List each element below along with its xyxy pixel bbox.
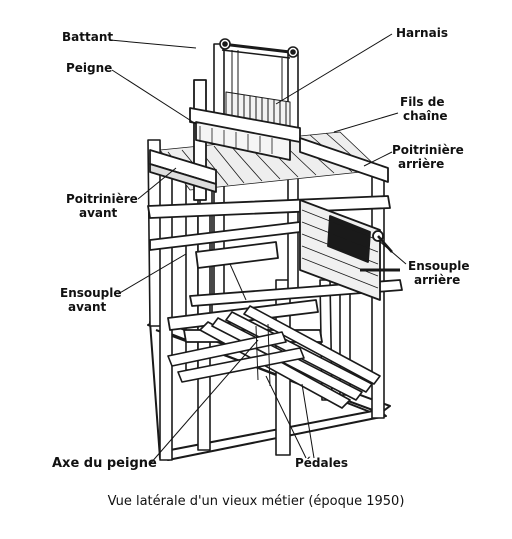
label-axe-du-peigne: Axe du peigne	[52, 456, 157, 471]
loom-drawing	[147, 38, 403, 461]
label-harnais: Harnais	[396, 26, 448, 40]
label-ensouple-arriere-1: Ensouple	[408, 259, 470, 273]
label-fils-de-chaine-1: Fils de	[400, 95, 444, 109]
label-poitriniere-arriere-2: arrière	[398, 157, 444, 171]
leader-battant	[109, 39, 197, 49]
label-battant: Battant	[62, 30, 113, 44]
leader-poitriniere-arriere	[363, 151, 393, 167]
back-breast-beam	[299, 137, 389, 183]
label-ensouple-avant-1: Ensouple	[60, 286, 122, 300]
leader-lines	[109, 33, 407, 465]
front-cloth-roller	[195, 241, 279, 301]
label-pedales: Pédales	[295, 456, 348, 470]
leader-pedales-1	[265, 375, 307, 459]
label-poitriniere-arriere-1: Poitrinière	[392, 143, 464, 157]
label-poitriniere-avant-2: avant	[79, 206, 118, 220]
leader-harnais	[275, 33, 393, 105]
leader-peigne	[111, 69, 197, 125]
leader-fils-de-chaine	[333, 112, 399, 133]
back-warp-roller	[299, 199, 400, 301]
labels: Battant Peigne Poitrinière avant Ensoupl…	[52, 26, 470, 471]
leader-ensouple-avant	[117, 253, 187, 295]
leader-poitriniere-avant	[137, 167, 177, 200]
treadles	[167, 305, 381, 409]
front-breast-beam	[149, 149, 217, 193]
label-ensouple-arriere-2: arrière	[414, 273, 460, 287]
label-ensouple-avant-2: avant	[68, 300, 107, 314]
side-rails	[147, 195, 403, 307]
label-fils-de-chaine-2: chaîne	[403, 109, 448, 123]
label-poitriniere-avant-1: Poitrinière	[66, 192, 138, 206]
leader-axe-du-peigne	[149, 339, 259, 465]
leader-ensouple-arriere	[377, 239, 407, 265]
leader-pedales-2	[301, 383, 315, 459]
label-peigne: Peigne	[66, 61, 112, 75]
figure-caption: Vue latérale d'un vieux métier (époque 1…	[107, 494, 405, 509]
